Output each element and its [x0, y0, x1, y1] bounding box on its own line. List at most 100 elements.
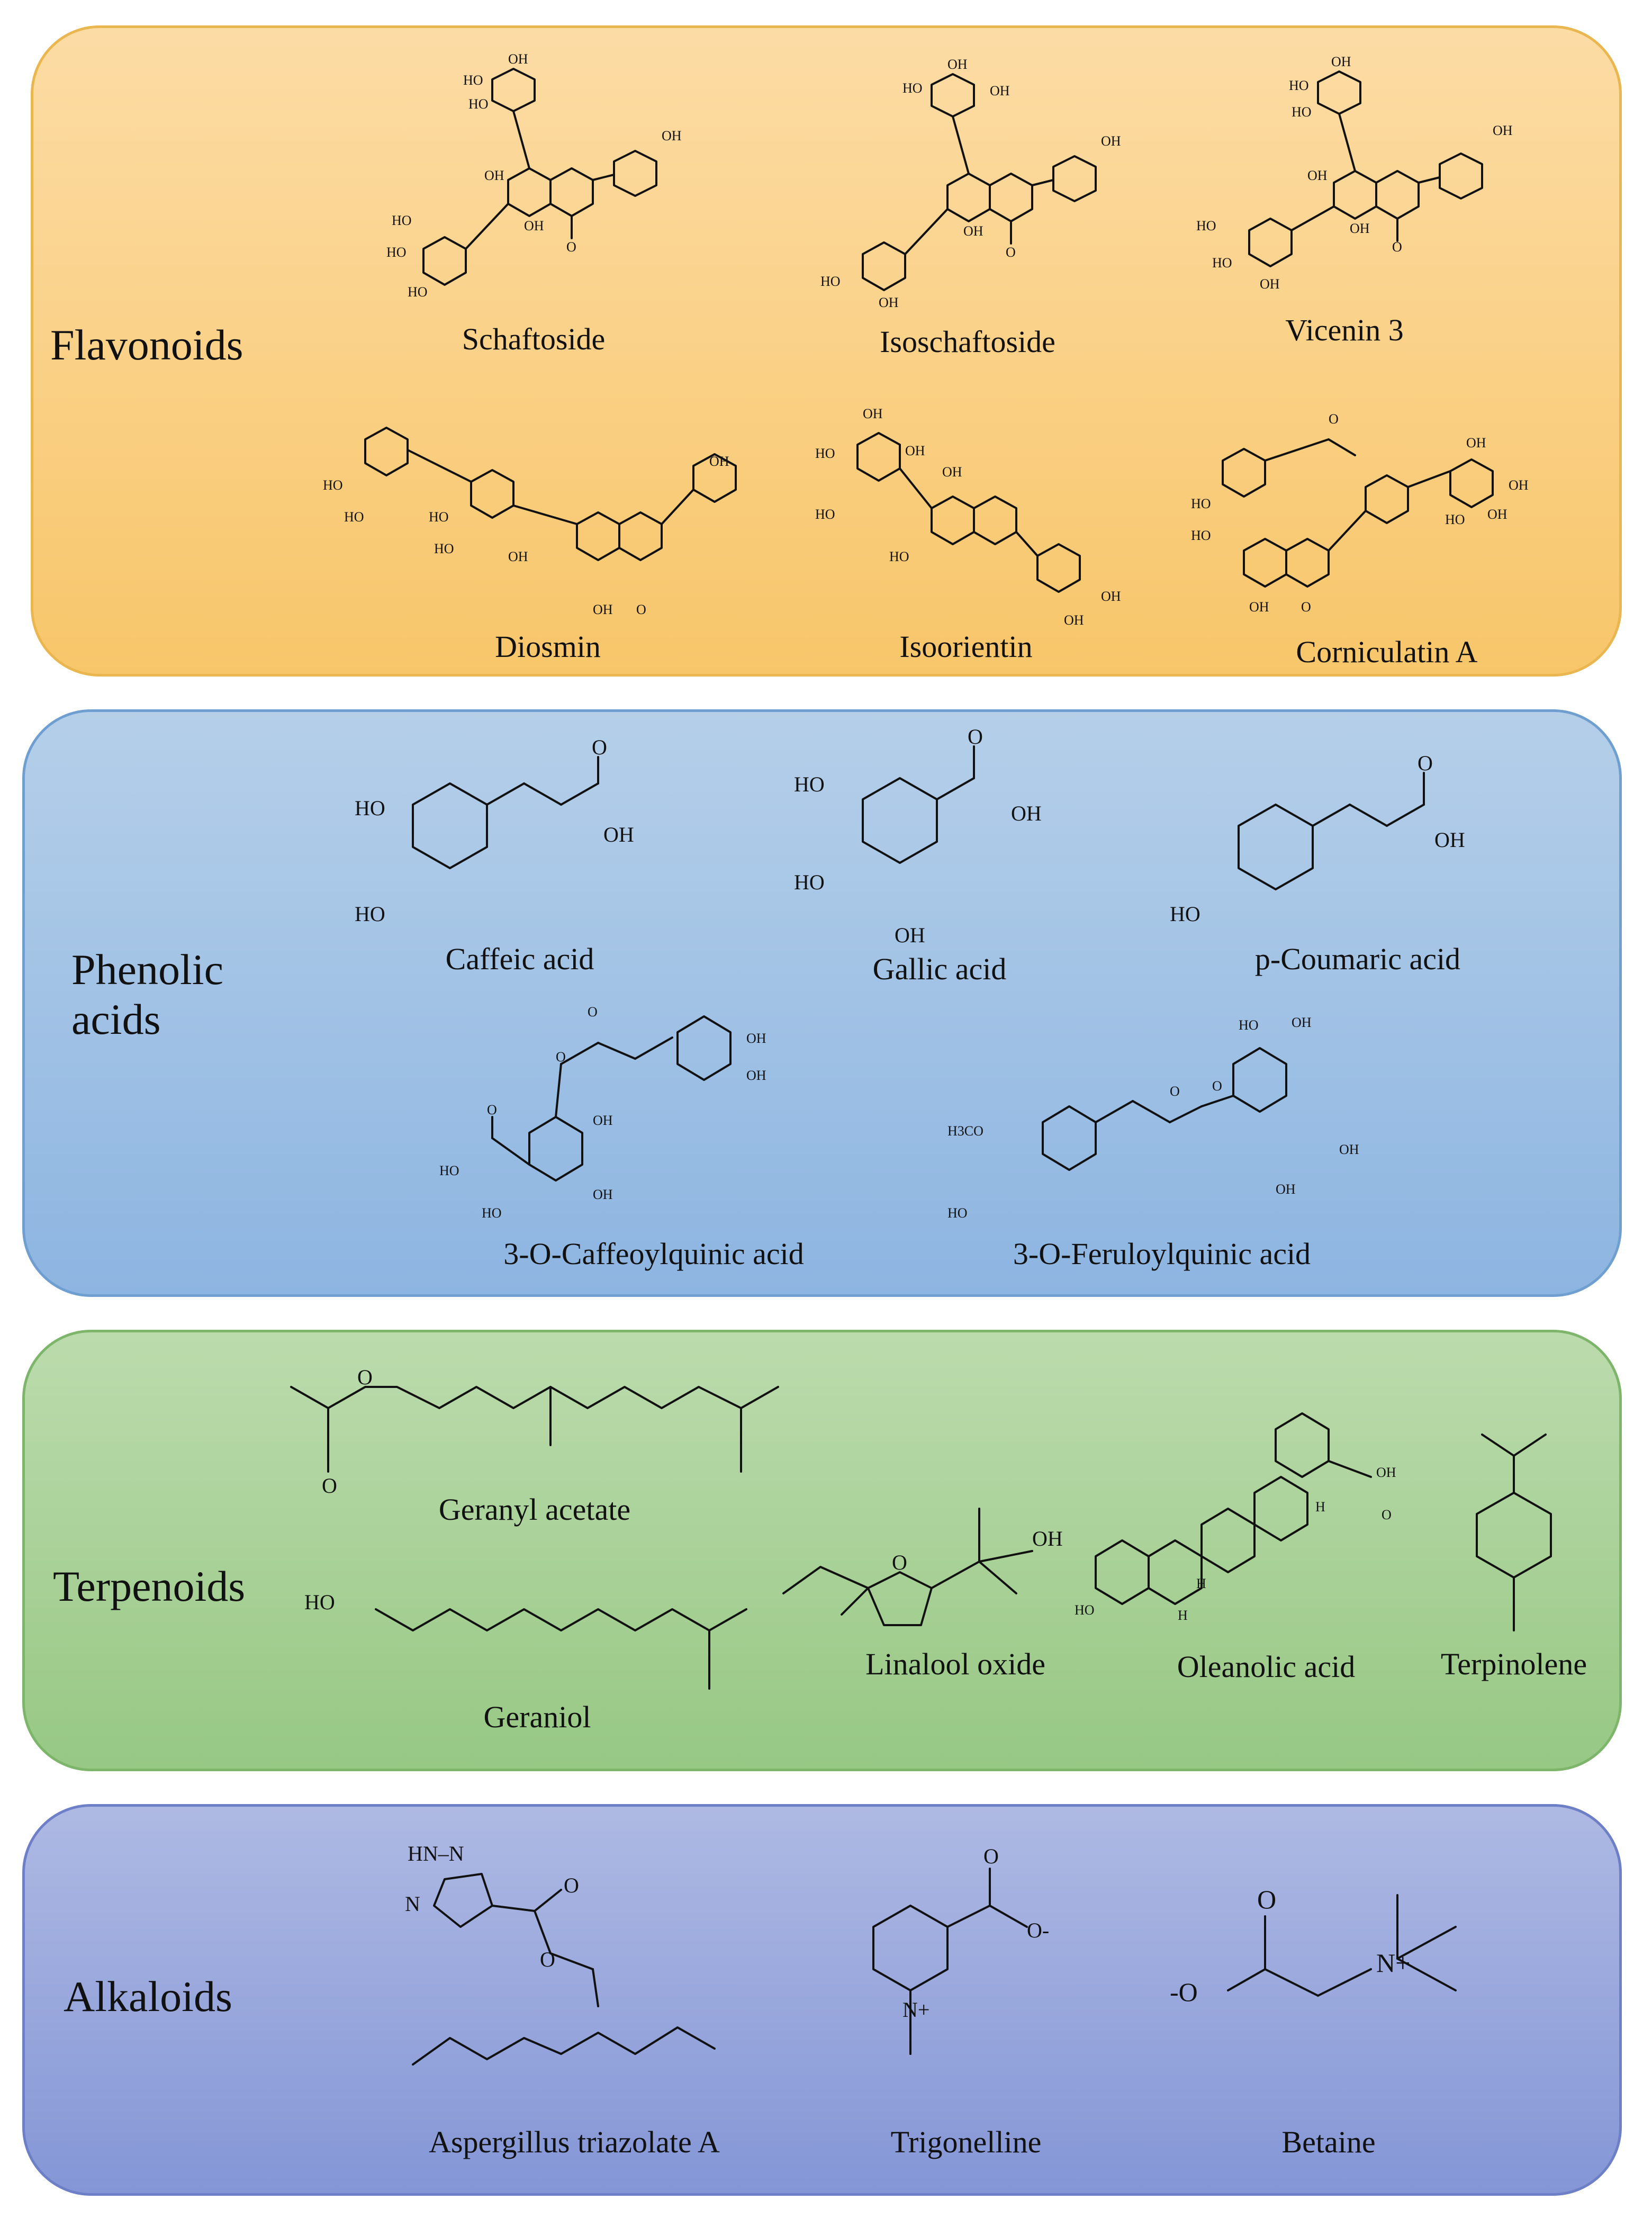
- atom-label: HO: [820, 274, 841, 289]
- compound-name-caffeic-acid: Caffeic acid: [445, 942, 594, 976]
- structure-geraniol: HO: [304, 1590, 747, 1690]
- atom-label: OH: [963, 223, 983, 239]
- atom-label: HO: [1212, 255, 1232, 271]
- structure-oleanolic-acid: HO H H H OH O: [1075, 1412, 1396, 1623]
- structure-3-o-caffeoylquinic-acid: O O OH OH O OH HO OH HO: [439, 1004, 766, 1221]
- atom-label: OH: [1101, 589, 1121, 604]
- atom-label: OH: [593, 1113, 613, 1128]
- atom-label: HO: [947, 1205, 968, 1221]
- atom-label: HO: [1075, 1602, 1095, 1618]
- atom-label: HO: [1239, 1017, 1259, 1033]
- compound-name-3-o-feruloylquinic-acid: 3-O-Feruloylquinic acid: [1013, 1237, 1311, 1271]
- structure-3-o-feruloylquinic-acid: O O HO OH H3CO HO OH OH: [947, 1015, 1359, 1221]
- atom-label: O: [636, 602, 646, 617]
- structure-gallic-acid: HO HO OH O OH: [794, 725, 1042, 947]
- structure-schaftoside: OH HO HO OH OH OH O HO HO HO: [386, 51, 682, 300]
- atom-label: OH: [1331, 54, 1351, 69]
- atom-label: O: [487, 1102, 497, 1117]
- atom-label: O: [357, 1365, 373, 1389]
- atom-label: -O: [1170, 1977, 1198, 2007]
- class-label-phenolic-acids: Phenolic acids: [71, 945, 223, 1044]
- structure-isoorientin: OH HO OH HO OH HO OH OH: [815, 406, 1121, 628]
- atom-label: HO: [468, 96, 489, 112]
- atom-label: H: [1315, 1499, 1325, 1514]
- structure-isoschaftoside: OH OH HO OH OH O HO OH: [820, 57, 1121, 310]
- compound-name-vicenin-3: Vicenin 3: [1285, 313, 1404, 347]
- structure-geranyl-acetate: O O: [290, 1365, 779, 1498]
- atom-label: HO: [1191, 496, 1211, 511]
- atom-label: O: [892, 1550, 907, 1574]
- atom-label: OH: [709, 454, 729, 469]
- atom-label: O: [1006, 245, 1016, 260]
- atom-label: OH: [508, 51, 528, 67]
- compound-name-geranyl-acetate: Geranyl acetate: [438, 1492, 631, 1527]
- compound-name-trigonelline: Trigonelline: [890, 2125, 1042, 2159]
- atom-label: HO: [304, 1590, 335, 1614]
- atom-label: HO: [482, 1205, 502, 1221]
- atom-label: OH: [484, 168, 504, 183]
- atom-label: HO: [344, 509, 364, 525]
- atom-label: OH: [1292, 1015, 1312, 1030]
- atom-label: OH: [1101, 133, 1121, 149]
- atom-label: OH: [1276, 1182, 1296, 1197]
- atom-label: OH: [1466, 435, 1486, 450]
- compound-name-betaine: Betaine: [1281, 2125, 1376, 2159]
- atom-label: H: [1196, 1576, 1206, 1591]
- atom-label: OH: [1032, 1527, 1063, 1550]
- structure-aspergillus-triazolate-a: HN–N N O O: [405, 1842, 716, 2066]
- atom-label: HO: [1289, 78, 1309, 93]
- compound-name-oleanolic-acid: Oleanolic acid: [1177, 1649, 1356, 1684]
- atom-label: HO: [1170, 902, 1200, 926]
- atom-label: O: [1392, 239, 1402, 255]
- compound-name-3-o-caffeoylquinic-acid: 3-O-Caffeoylquinic acid: [503, 1237, 804, 1271]
- structure-diosmin: HO HO HO HO OH OH OH O: [323, 427, 737, 617]
- atom-label: O: [564, 1873, 579, 1897]
- atom-label: HO: [439, 1163, 459, 1178]
- compound-name-linalool-oxide: Linalool oxide: [865, 1647, 1045, 1681]
- atom-label: OH: [905, 443, 925, 458]
- atom-label: O: [540, 1947, 555, 1971]
- atom-label: HO: [323, 477, 343, 493]
- atom-label: OH: [1493, 123, 1513, 138]
- panel-flavonoids: [31, 25, 1622, 677]
- compound-name-corniculatin-a: Corniculatin A: [1296, 635, 1478, 669]
- atom-label: N+: [902, 1998, 929, 2022]
- atom-label: O: [592, 735, 607, 759]
- atom-label: O-: [1027, 1918, 1049, 1942]
- class-label-flavonoids: Flavonoids: [50, 321, 243, 369]
- compound-name-schaftoside: Schaftoside: [462, 322, 606, 356]
- class-label-terpenoids: Terpenoids: [53, 1562, 246, 1610]
- atom-label: HO: [408, 284, 428, 300]
- atom-label: OH: [746, 1068, 766, 1083]
- atom-label: OH: [746, 1031, 766, 1046]
- atom-label: HO: [1191, 528, 1211, 543]
- atom-label: HO: [386, 245, 407, 260]
- atom-label: OH: [1376, 1465, 1396, 1480]
- atom-label: OH: [990, 83, 1010, 98]
- atom-label: O: [556, 1049, 566, 1065]
- atom-label: OH: [947, 57, 968, 72]
- atom-label: O: [566, 239, 576, 255]
- atom-label: HO: [429, 509, 449, 525]
- compound-name-isoorientin: Isoorientin: [899, 629, 1033, 664]
- structure-vicenin-3: OH HO HO OH OH OH O HO HO OH: [1196, 54, 1513, 292]
- compound-name-aspergillus-triazolate-a: Aspergillus triazolate A: [429, 2125, 720, 2159]
- atom-label: OH: [895, 923, 925, 947]
- atom-label: H: [1178, 1608, 1188, 1623]
- atom-label: HO: [355, 796, 385, 820]
- atom-label: HO: [902, 80, 923, 96]
- atom-label: O: [322, 1474, 337, 1498]
- atom-label: HO: [794, 772, 825, 796]
- atom-label: HO: [794, 870, 825, 894]
- compound-name-terpinolene: Terpinolene: [1440, 1647, 1587, 1681]
- atom-label: O: [983, 1844, 999, 1868]
- atom-label: HO: [434, 541, 454, 556]
- atom-label: HO: [1196, 218, 1216, 233]
- atom-label: OH: [1249, 599, 1269, 615]
- atom-label: OH: [593, 602, 613, 617]
- atom-label: O: [1382, 1507, 1392, 1522]
- atom-label: OH: [603, 823, 634, 846]
- atom-label: OH: [1509, 477, 1529, 493]
- structure-corniculatin-a: O HO HO OH OH HO OH OH O: [1191, 411, 1529, 615]
- compound-name-geraniol: Geraniol: [483, 1700, 591, 1734]
